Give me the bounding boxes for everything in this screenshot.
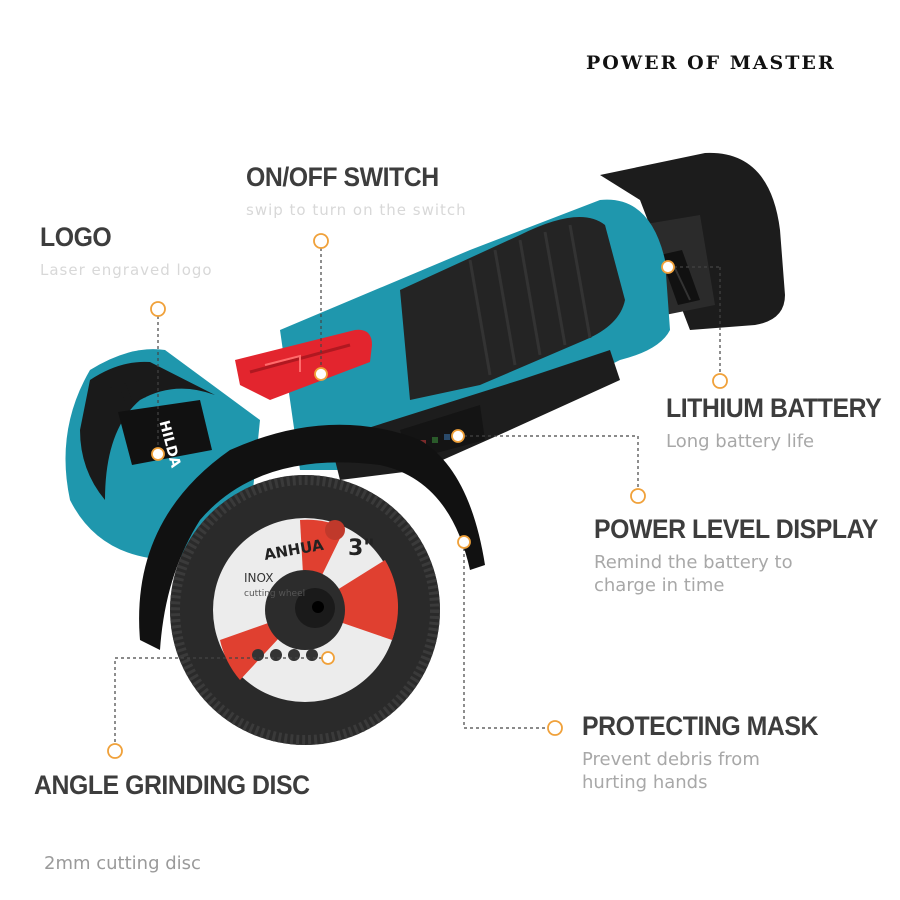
feature-on-off-switch: ON/OFF SWITCH swip to turn on the switch xyxy=(246,162,467,222)
callout-marker-logo-top xyxy=(150,301,166,317)
feature-lithium-battery: LITHIUM BATTERY Long battery life xyxy=(666,393,900,453)
feature-desc: Remind the battery to charge in time xyxy=(594,552,793,596)
protecting-mask xyxy=(139,424,485,650)
feature-title: ANGLE GRINDING DISC xyxy=(34,770,310,800)
callout-lines xyxy=(114,248,721,744)
feature-desc: Prevent debris from hurting hands xyxy=(582,749,760,793)
callout-marker-battery-top xyxy=(661,260,675,274)
callout-marker-battery xyxy=(712,373,728,389)
callout-marker-switch xyxy=(314,367,328,381)
feature-desc: Long battery life xyxy=(666,431,815,452)
feature-title: ON/OFF SWITCH xyxy=(246,162,439,192)
feature-desc: swip to turn on the switch xyxy=(246,201,467,219)
feature-desc: Laser engraved logo xyxy=(40,261,213,279)
disc-material-text: INOX xyxy=(244,571,273,585)
callout-marker-mask-top xyxy=(457,535,471,549)
feature-title: POWER LEVEL DISPLAY xyxy=(594,514,878,544)
callout-marker-switch-top xyxy=(313,233,329,249)
callout-marker-power xyxy=(630,488,646,504)
callout-marker-disc xyxy=(107,743,123,759)
disc-description: 2mm cutting disc xyxy=(44,853,201,874)
feature-title: LOGO xyxy=(40,222,112,252)
brand-tagline: POWER OF MASTER xyxy=(586,52,836,74)
on-off-switch[interactable] xyxy=(235,329,372,400)
feature-title: LITHIUM BATTERY xyxy=(666,393,882,423)
callout-marker-disc-top xyxy=(321,651,335,665)
feature-logo: LOGO Laser engraved logo xyxy=(40,222,213,282)
feature-protecting-mask: PROTECTING MASK Prevent debris from hurt… xyxy=(582,711,839,794)
feature-power-level-display: POWER LEVEL DISPLAY Remind the battery t… xyxy=(594,514,900,597)
callout-marker-logo xyxy=(151,447,165,461)
feature-title: PROTECTING MASK xyxy=(582,711,818,741)
callout-marker-mask xyxy=(547,720,563,736)
feature-angle-grinding-disc: ANGLE GRINDING DISC xyxy=(34,770,334,801)
callout-marker-power-top xyxy=(451,429,465,443)
disc-size-text: 3" xyxy=(348,536,375,561)
disc-type-text: cutting wheel xyxy=(244,589,305,599)
grinding-disc: ANHUA 3" INOX cutting wheel xyxy=(170,475,440,745)
